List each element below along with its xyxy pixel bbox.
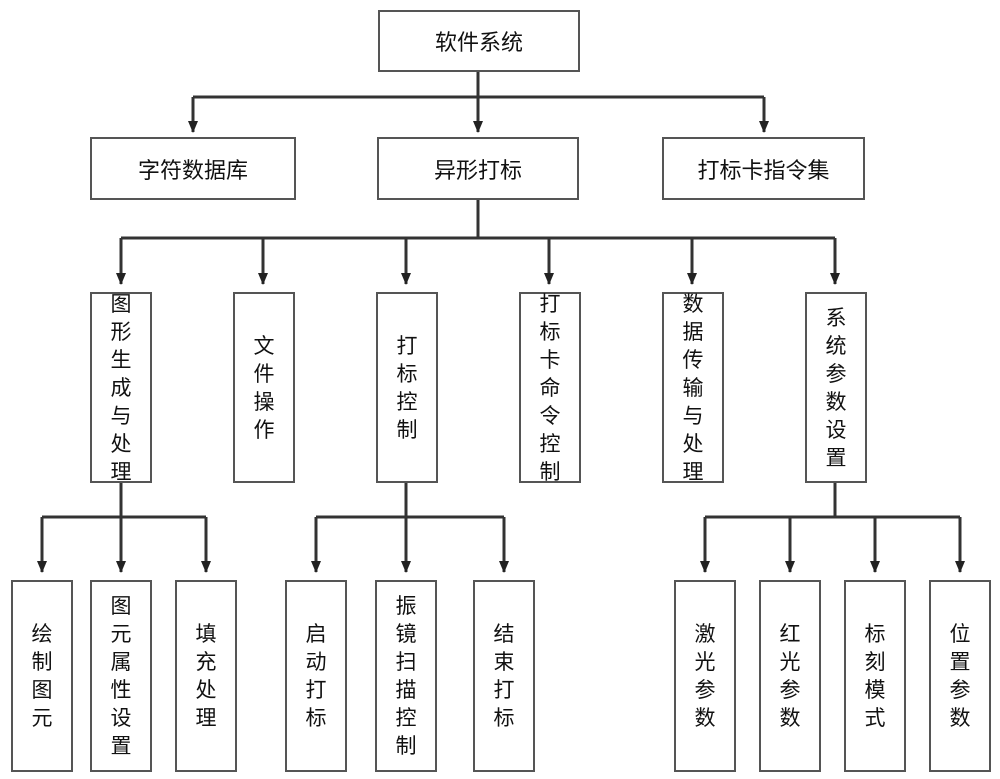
node-marking-mode: 标刻模式 — [844, 580, 906, 772]
node-marking-control: 打标控制 — [376, 292, 438, 483]
node-software-system: 软件系统 — [378, 10, 580, 72]
node-start-marking: 启动打标 — [285, 580, 347, 772]
node-label: 系统参数设置 — [825, 305, 847, 470]
node-label: 图元属性设置 — [110, 594, 132, 758]
node-laser-parameters: 激光参数 — [674, 580, 736, 772]
node-primitive-attributes: 图元属性设置 — [90, 580, 152, 772]
node-label: 异形打标 — [433, 158, 522, 184]
node-file-operations: 文件操作 — [233, 292, 295, 483]
node-label: 软件系统 — [434, 31, 523, 56]
node-draw-primitives: 绘制图元 — [11, 580, 73, 772]
node-label: 填充处理 — [195, 622, 217, 730]
node-end-marking: 结束打标 — [473, 580, 535, 772]
node-label: 激光参数 — [694, 622, 716, 730]
node-label: 打标控制 — [396, 333, 418, 442]
node-red-light-parameters: 红光参数 — [759, 580, 821, 772]
node-position-parameters: 位置参数 — [929, 580, 991, 772]
node-label: 标刻模式 — [864, 622, 886, 730]
node-system-parameters: 系统参数设置 — [805, 292, 867, 483]
node-label: 位置参数 — [949, 622, 971, 730]
node-label: 图形生成与处理 — [110, 291, 132, 484]
node-label: 启动打标 — [305, 622, 327, 730]
node-card-command-control: 打标卡命令控制 — [519, 291, 581, 484]
node-fill-processing: 填充处理 — [175, 580, 237, 772]
node-label: 绘制图元 — [31, 622, 53, 730]
node-label: 字符数据库 — [137, 158, 248, 184]
node-label: 打标卡指令集 — [697, 158, 830, 184]
node-graphics-processing: 图形生成与处理 — [90, 291, 152, 484]
node-galvo-scan-control: 振镜扫描控制 — [375, 580, 437, 772]
node-label: 文件操作 — [253, 333, 275, 442]
node-label: 打标卡命令控制 — [539, 291, 561, 484]
node-label: 红光参数 — [779, 622, 801, 730]
node-character-database: 字符数据库 — [90, 137, 296, 200]
node-label: 振镜扫描控制 — [395, 594, 417, 758]
node-label: 结束打标 — [493, 622, 515, 730]
node-label: 数据传输与处理 — [682, 291, 704, 484]
node-special-shape-marking: 异形打标 — [377, 137, 579, 200]
node-marking-card-instructions: 打标卡指令集 — [662, 137, 865, 200]
node-data-transfer: 数据传输与处理 — [662, 291, 724, 484]
